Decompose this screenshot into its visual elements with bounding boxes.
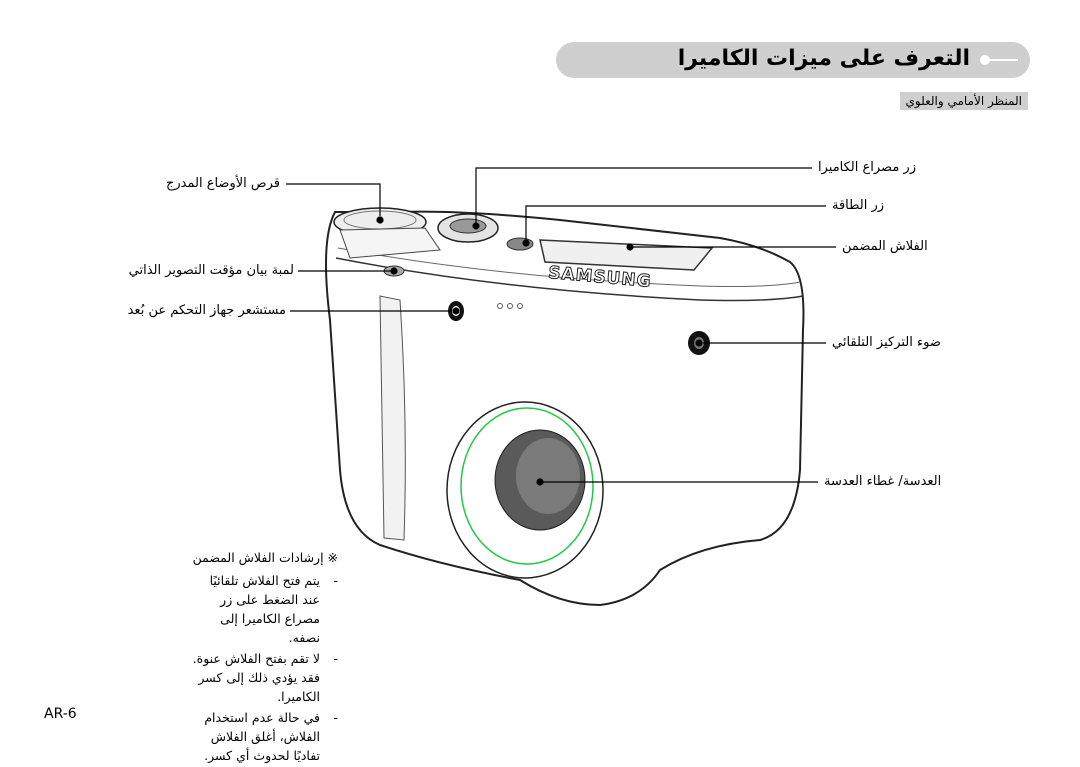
page-title: التعرف على ميزات الكاميرا <box>677 46 970 71</box>
title-decoration-line <box>982 59 1018 61</box>
note-item: -يتم فتح الفلاش تلقائيًا عند الضغط على ز… <box>209 573 338 645</box>
label-remote-sensor: مستشعر جهاز التحكم عن بُعد <box>127 303 286 318</box>
note-item: -لا تقم بفتح الفلاش عنوة. فقد يؤدي ذلك إ… <box>192 651 338 704</box>
label-mode-dial: قرص الأوضاع المدرج <box>165 176 280 191</box>
camera-grip <box>379 295 406 541</box>
label-power-button: زر الطاقة <box>832 198 885 213</box>
label-flash: الفلاش المضمن <box>842 239 928 254</box>
flash-notes: ※ إرشادات الفلاش المضمن -يتم فتح الفلاش … <box>190 548 338 767</box>
lens-cover-highlight <box>460 407 594 565</box>
label-shutter-button: زر مصراع الكاميرا <box>818 160 916 175</box>
label-self-timer-lamp: لمبة بيان مؤقت التصوير الذاتي <box>128 263 294 278</box>
label-af-lamp: ضوء التركيز التلقائي <box>832 335 941 350</box>
note-item: -في حالة عدم استخدام الفلاش، أغلق الفلاش… <box>204 710 338 763</box>
section-title-bar: التعرف على ميزات الكاميرا <box>556 42 1030 78</box>
page-number: AR-6 <box>44 706 77 722</box>
label-lens: العدسة/ غطاء العدسة <box>824 474 942 489</box>
camera-illustration: SAMSUNG <box>286 167 836 607</box>
camera-body <box>325 210 805 607</box>
section-subtitle: المنظر الأمامي والعلوي <box>899 92 1028 110</box>
notes-title: ※ إرشادات الفلاش المضمن <box>192 550 338 565</box>
title-decoration-dot <box>980 55 990 65</box>
